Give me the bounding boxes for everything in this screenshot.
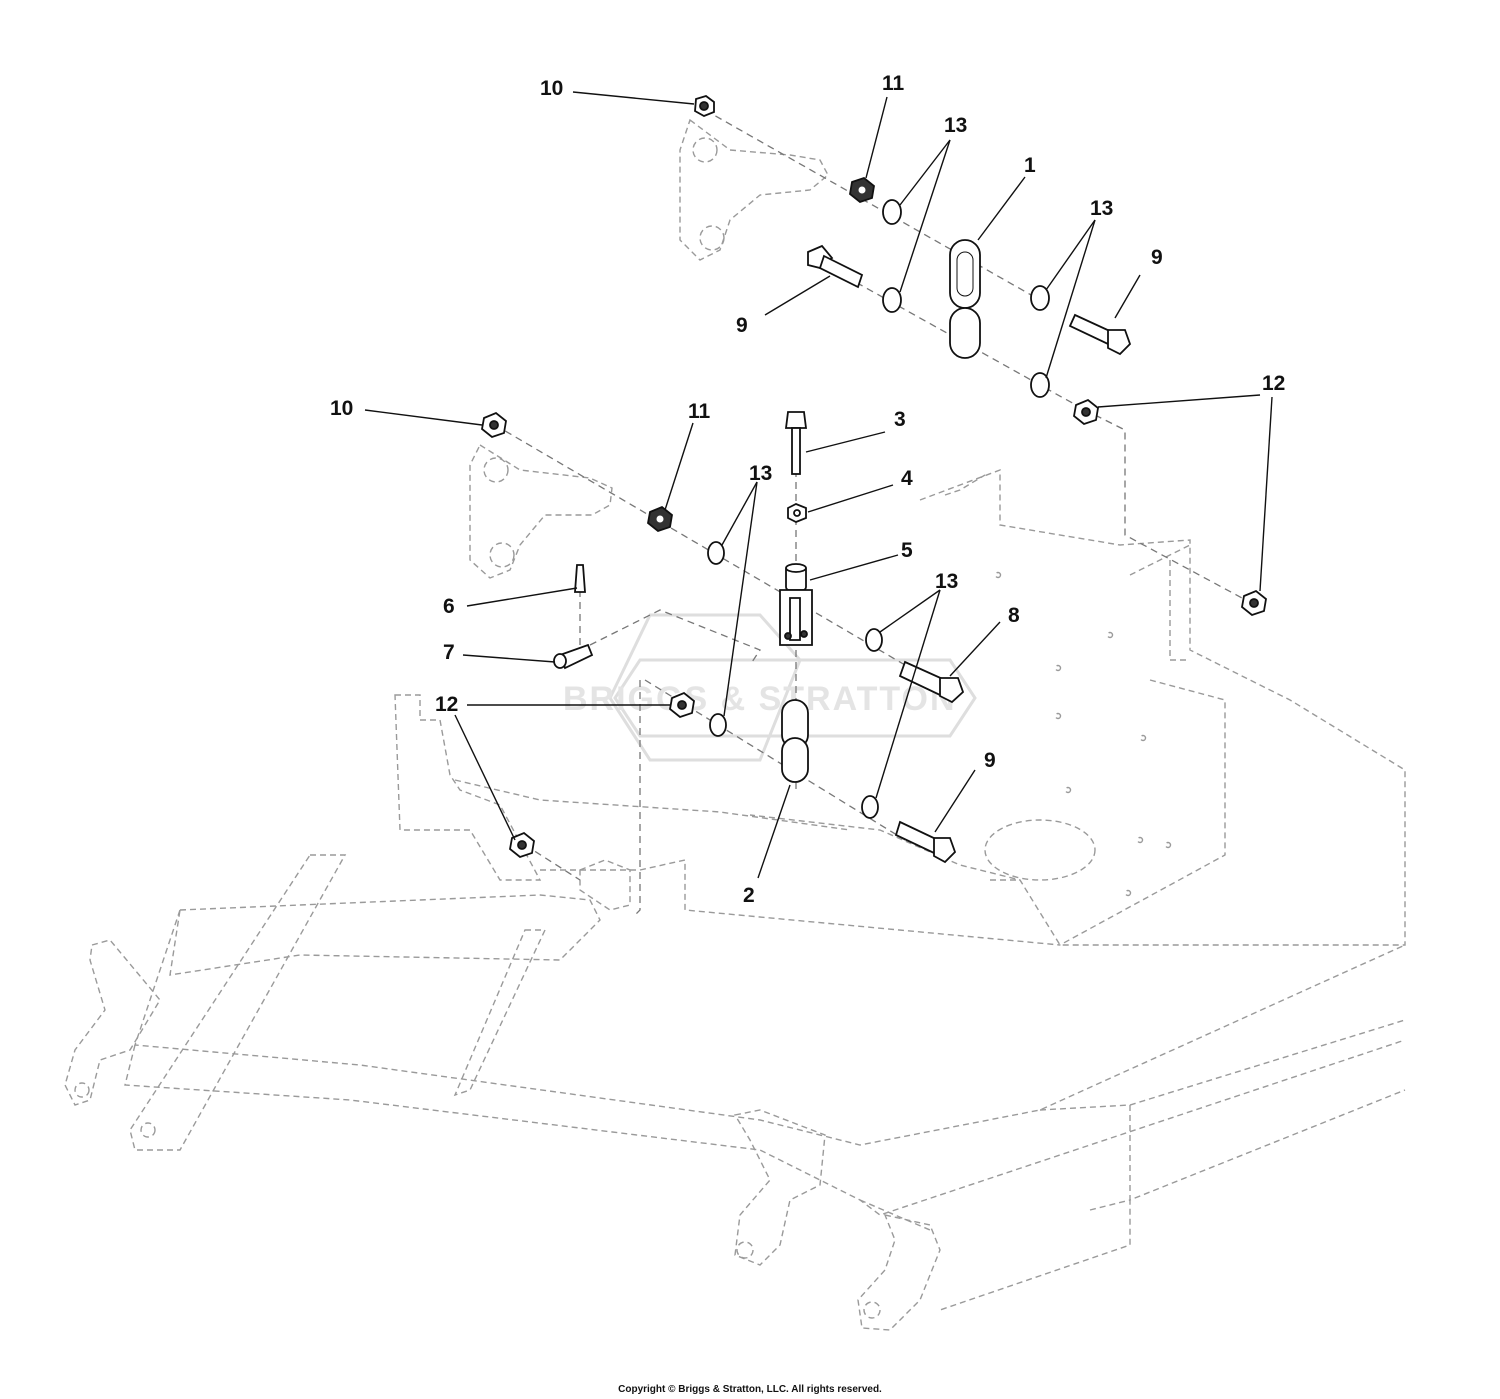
washer-middle-2 xyxy=(865,628,883,652)
bolt-upper-right xyxy=(1068,313,1132,356)
callout-12: 12 xyxy=(435,693,458,716)
brand-watermark: BRIGGS & STRATTON xyxy=(563,613,977,762)
assembly-lines xyxy=(494,109,1256,916)
bolt-vertical xyxy=(784,411,808,475)
cotter-pin xyxy=(574,564,586,593)
flange-nut-12-top xyxy=(1073,398,1099,426)
washer-top-4 xyxy=(1030,372,1050,398)
callout-labels: 10 11 13 1 13 9 9 12 10 11 3 13 4 5 13 6… xyxy=(330,72,1285,907)
bolt-clevis xyxy=(898,660,965,704)
lock-nut xyxy=(787,503,807,523)
callout-8: 8 xyxy=(1008,604,1020,627)
watermark-text: BRIGGS & STRATTON xyxy=(563,680,957,718)
chain-lower xyxy=(781,699,809,783)
washer-top-1 xyxy=(882,199,902,225)
bolt-lower xyxy=(894,820,957,864)
callout-5: 5 xyxy=(901,539,913,562)
leader-lines xyxy=(364,91,1273,879)
flange-nut-12-lower xyxy=(509,831,535,859)
callout-2: 2 xyxy=(743,884,755,907)
hex-nut-middle xyxy=(647,505,673,533)
hex-nut-top xyxy=(849,176,875,204)
callout-9: 9 xyxy=(984,749,996,772)
copyright-notice: Copyright © Briggs & Stratton, LLC. All … xyxy=(618,1384,882,1395)
washer-lower-2 xyxy=(861,795,879,819)
callout-11: 11 xyxy=(882,72,905,95)
chain-upper xyxy=(949,239,981,359)
callout-12: 12 xyxy=(1262,372,1285,395)
bolt-upper-left xyxy=(807,244,864,289)
callout-10: 10 xyxy=(540,77,563,100)
callout-9: 9 xyxy=(1151,246,1163,269)
callout-3: 3 xyxy=(894,408,906,431)
washer-lower-1 xyxy=(709,713,727,737)
callout-13: 13 xyxy=(1090,197,1113,220)
washer-middle-1 xyxy=(707,541,725,565)
flange-nut-middle xyxy=(481,411,507,439)
flange-nut-12-left xyxy=(669,691,695,719)
callout-9: 9 xyxy=(736,314,748,337)
washer-top-2 xyxy=(882,287,902,313)
hardware-parts xyxy=(481,95,1267,864)
callout-11: 11 xyxy=(688,400,711,423)
callout-6: 6 xyxy=(443,595,455,618)
callout-10: 10 xyxy=(330,397,353,420)
callout-13: 13 xyxy=(944,114,967,137)
deck-holes xyxy=(994,571,1172,897)
callout-13: 13 xyxy=(935,570,958,593)
flange-nut-top xyxy=(694,95,715,117)
clevis xyxy=(779,563,813,646)
callout-13: 13 xyxy=(749,462,772,485)
callout-4: 4 xyxy=(901,467,913,490)
callout-7: 7 xyxy=(443,641,455,664)
washer-top-3 xyxy=(1030,285,1050,311)
clevis-pin xyxy=(553,643,594,670)
mower-deck-ghost xyxy=(64,118,1406,1331)
callout-1: 1 xyxy=(1024,154,1036,177)
flange-nut-12-right xyxy=(1241,589,1267,617)
